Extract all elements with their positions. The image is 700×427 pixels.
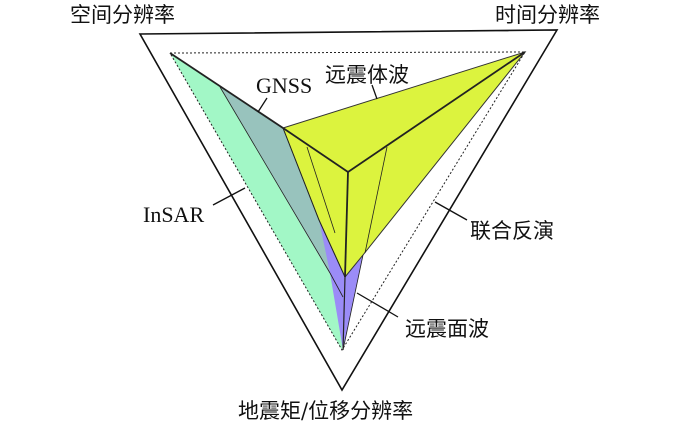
gnss-label: GNSS bbox=[256, 73, 312, 98]
axis-label-spatial-resolution: 空间分辨率 bbox=[70, 3, 175, 27]
region-edges bbox=[169, 51, 526, 351]
teleseismic-surface-label: 远震面波 bbox=[405, 317, 489, 341]
joint-inversion-triangle bbox=[169, 51, 526, 351]
joint-inversion-label: 联合反演 bbox=[470, 219, 554, 243]
gnss-region bbox=[220, 87, 343, 297]
axis-label-temporal-resolution: 时间分辨率 bbox=[495, 3, 600, 27]
teleseismic-body-label: 远震体波 bbox=[325, 63, 409, 87]
leader-lines bbox=[212, 84, 468, 318]
axis-label-moment-resolution: 地震矩/位移分辨率 bbox=[238, 399, 413, 423]
insar-label: InSAR bbox=[143, 202, 204, 227]
teleseismic-surface-region bbox=[319, 220, 363, 350]
